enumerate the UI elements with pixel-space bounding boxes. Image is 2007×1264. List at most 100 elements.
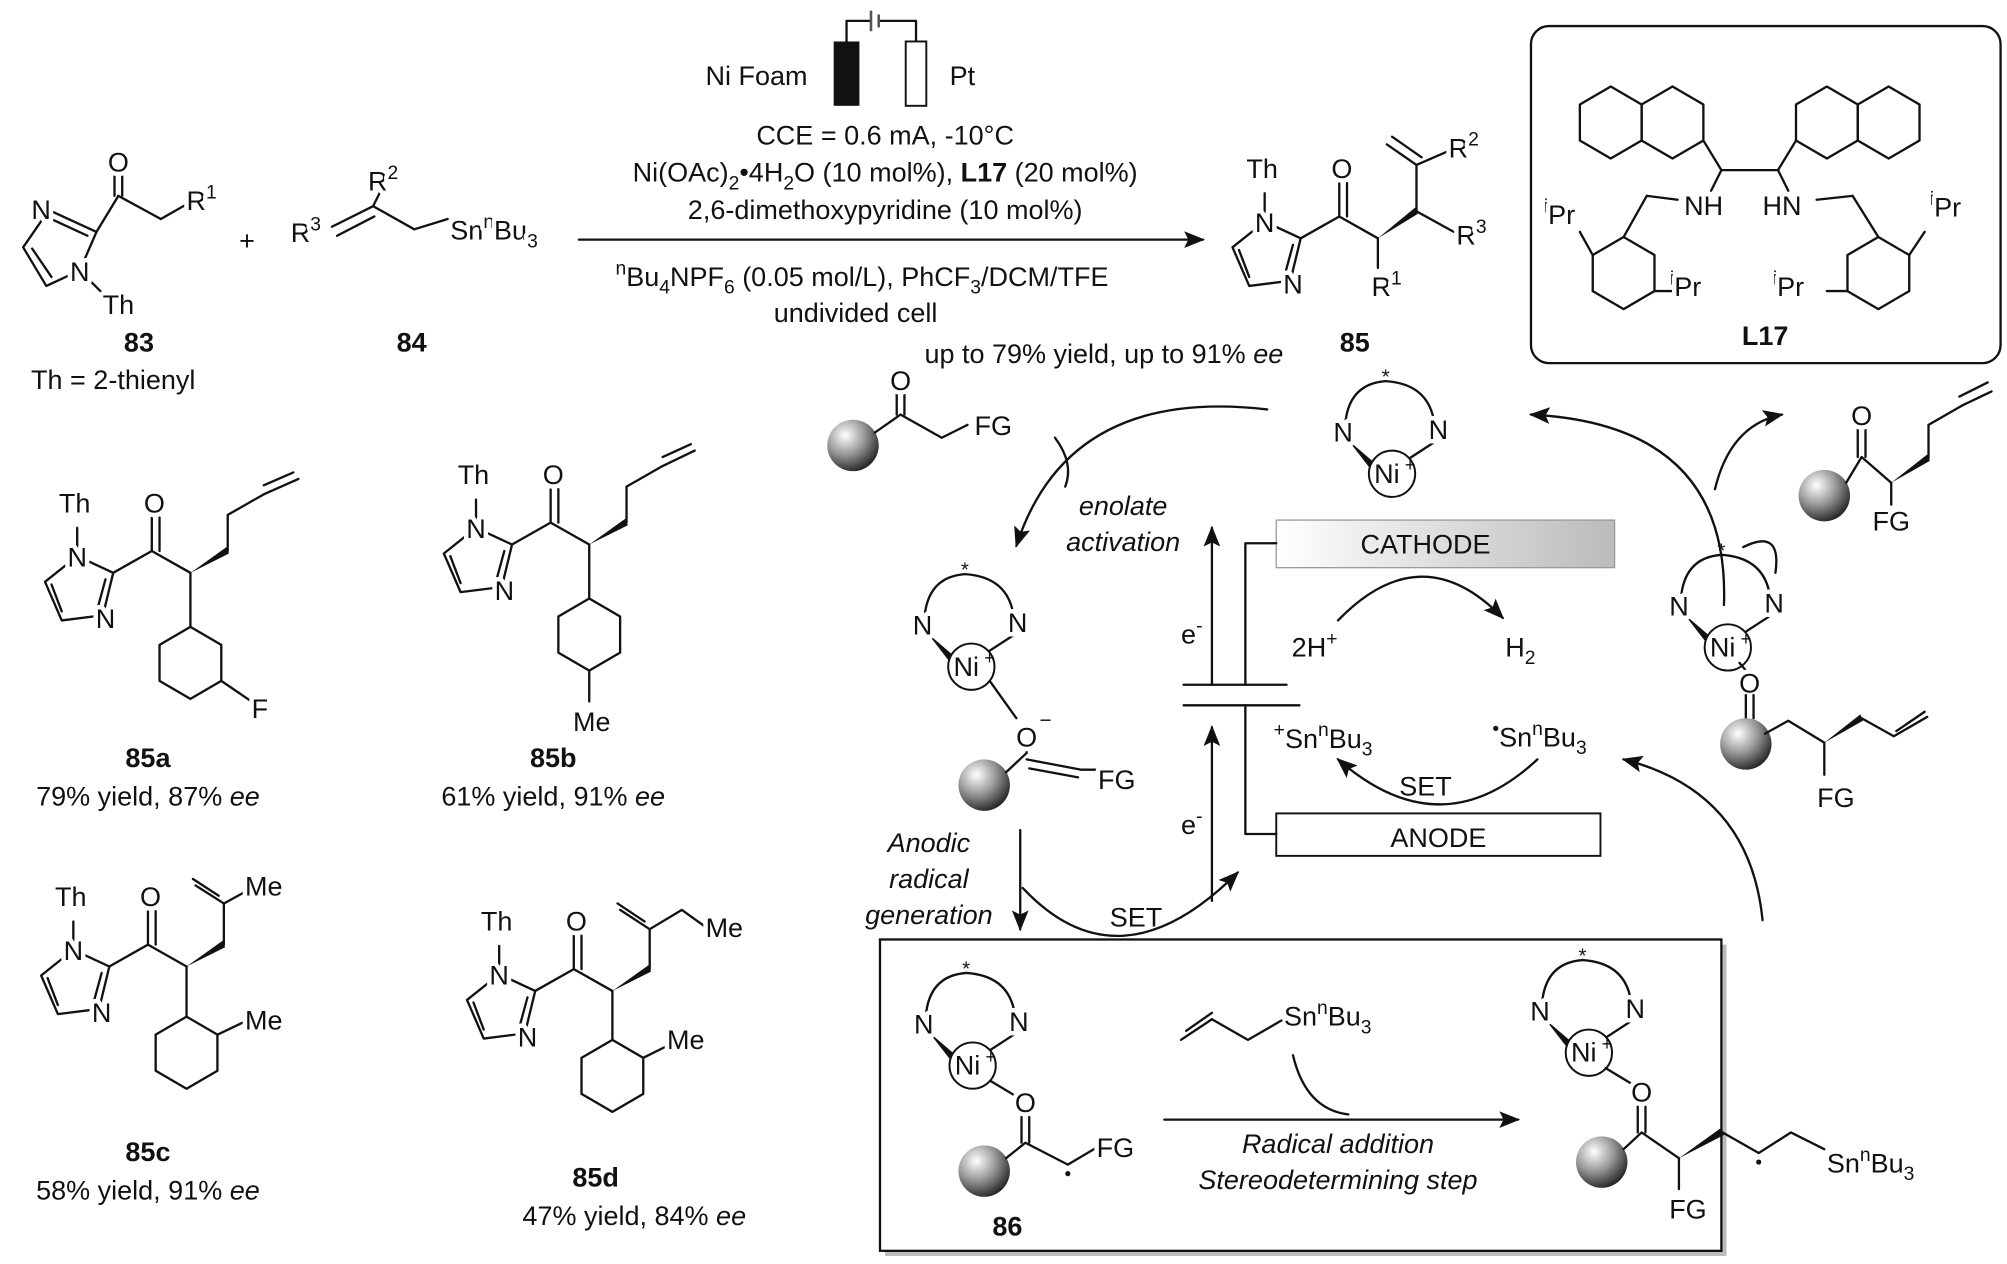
o-atom: O [890,366,911,396]
o-atom: O [1016,723,1037,753]
compound-number: 85b [530,743,577,773]
ni-catalyst [1333,366,1448,497]
text-segment: Pr [1777,272,1804,302]
text-segment: Bu [1329,724,1362,754]
text-segment: n [1318,720,1329,741]
text-segment: ee [230,1175,260,1205]
methyl-label: Me [245,872,283,902]
stannyl-cation-label: +SnnBu3 [1274,720,1373,760]
catalytic-cycle: O FG enolate activation CATHODE ANODE e-… [827,366,1993,938]
functional-group-label: FG [1817,783,1855,813]
cathode-electrode [1275,519,1616,569]
text-segment: 2H [1292,632,1327,662]
plus-sign: + [239,226,255,256]
text-segment: 3 [970,278,981,299]
functional-group-label: FG [1872,506,1910,536]
text-segment: 2 [387,163,398,184]
text-segment: n [615,258,626,279]
isopropyl-label: iPr [1544,197,1575,231]
isopropyl-label: iPr [1930,189,1961,223]
anode-electrode [1275,812,1602,857]
o-atom: O [108,147,129,177]
text-segment: 2 [729,173,740,194]
text-segment: • [1492,719,1499,740]
functional-group-label: FG [1669,1195,1707,1225]
negative-charge: − [1040,709,1052,732]
step-label: generation [865,900,993,930]
text-segment: ee [716,1201,746,1231]
set-label: SET [1110,903,1163,933]
text-segment: e [1181,620,1196,650]
text-segment: 3 [310,215,321,236]
fluorine-atom: F [252,694,268,724]
step-label: radical [889,864,970,894]
product-sphere-icon [1798,469,1851,522]
text-segment: R [1449,133,1469,163]
text-segment: Bu [1328,1002,1361,1032]
example-result: 79% yield, 87% ee [36,782,260,812]
step-label: Radical addition [1242,1129,1434,1159]
thienyl-definition: Th = 2-thienyl [31,365,195,395]
compound-85: R1 R2 R3 85 [1233,125,1491,358]
text-segment: Sn [1827,1148,1860,1178]
anode-material: Ni Foam [705,61,807,91]
text-segment: 3 [1576,738,1587,759]
stannyl-chain-label: SnnBu3 [1827,1145,1915,1185]
text-segment: n [1317,998,1328,1019]
text-segment: L17 [961,158,1008,188]
compound-84: R2 R3 SnnBu3 84 [286,159,542,358]
anode-label: ANODE [1390,823,1486,853]
ni-enolate [913,559,1028,690]
text-segment: /DCM/TFE [981,262,1108,292]
catalyst-condition: Ni(OAc)2•4H2O (10 mol%), L17 (20 mol%) [633,158,1138,195]
electrode-setup: Ni Foam Pt [705,10,976,107]
compound-83: O N N Th R1 83 Th = 2-thienyl [21,143,221,395]
isopropyl-label: iPr [1670,269,1701,303]
text-segment: 47% yield, 84% [522,1201,716,1231]
text-segment: Sn [1284,1002,1317,1032]
ligand-l17-box: iPr NH HN iPr iPr iPr L17 [1529,24,2002,365]
text-segment: n [1532,719,1543,740]
text-segment: Sn [1285,724,1318,754]
text-segment: 3 [1361,1017,1372,1038]
text-segment: 58% yield, 91% [36,1175,230,1205]
amine-nh: NH [1684,191,1723,221]
text-segment: ee [1253,339,1283,369]
r3-label: R3 [291,215,321,249]
example-85b: Me 85b 61% yield, 91% ee [441,443,696,812]
r1-label: R1 [1371,269,1401,303]
electron-label: e- [1181,616,1202,650]
substrate-sphere-icon [958,1145,1010,1197]
proton-label: 2H+ [1292,629,1338,663]
electron-label: e- [1181,806,1202,840]
cathode-label: CATHODE [1360,530,1490,560]
substrate-sphere-icon [827,419,879,472]
additive-condition: 2,6-dimethoxypyridine (10 mol%) [688,195,1083,225]
text-segment: - [1196,806,1202,827]
text-segment: R [291,218,311,248]
isopropyl-label: iPr [1773,269,1804,303]
text-segment: Ni(OAc) [633,158,729,188]
ligand-name: L17 [1742,321,1789,351]
o-atom: O [1631,1078,1652,1108]
compound-number: 85c [125,1137,170,1167]
text-segment: 3 [1476,217,1487,238]
r2-label: R2 [1449,130,1479,164]
step-label: activation [1066,527,1180,557]
text-segment: H [1505,632,1525,662]
text-segment: 3 [527,231,538,252]
text-segment: - [1196,616,1202,637]
overall-result: up to 79% yield, up to 91% ee [924,339,1283,369]
text-segment: •4H [739,158,783,188]
text-segment: 3 [1362,740,1373,761]
example-85d: Me Me 85d 47% yield, 84% ee [467,903,748,1231]
text-segment: Bu [494,216,527,246]
text-segment: ee [635,782,665,812]
text-segment: ee [230,782,260,812]
text-segment: (0.05 mol/L), PhCF [735,262,971,292]
step-label: enolate [1079,491,1168,521]
o-atom: O [1851,401,1872,431]
text-segment: 2 [1468,130,1479,151]
amine-hn: HN [1763,191,1802,221]
